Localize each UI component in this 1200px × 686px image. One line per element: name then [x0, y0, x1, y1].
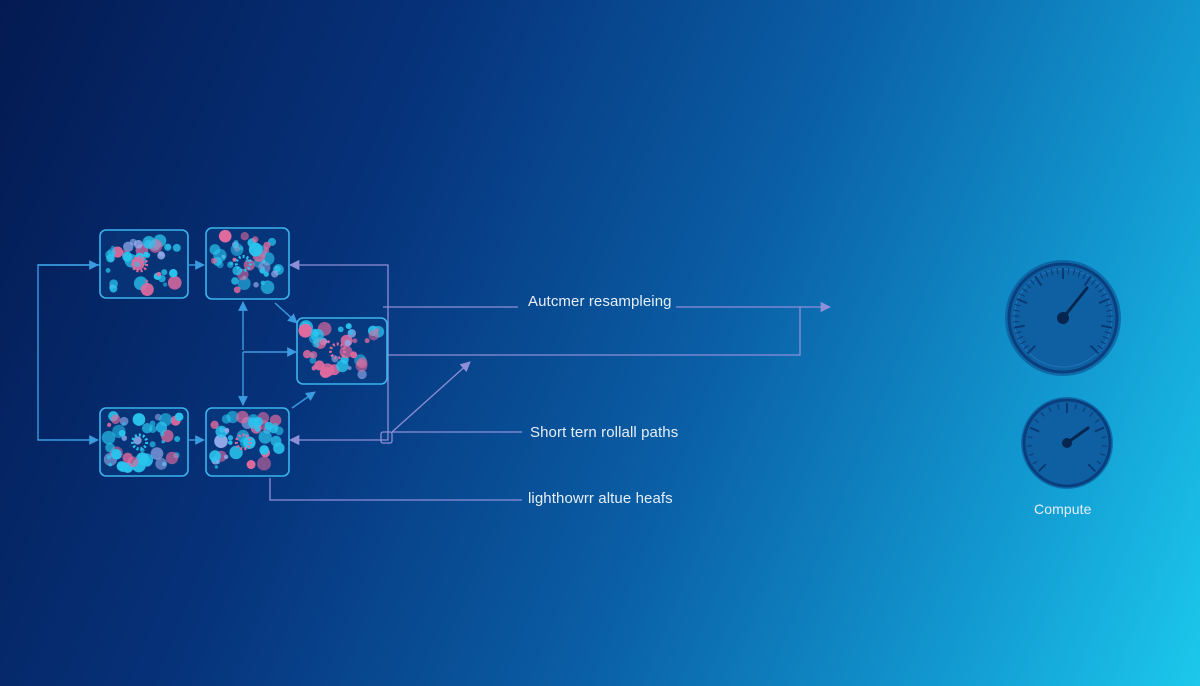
cell-nodes [99, 227, 388, 477]
speedometer-icon-small [1021, 397, 1113, 489]
cell-cluster-icon [205, 227, 290, 300]
label-lighthown-heafs: lighthowrr altue heafs [528, 490, 673, 507]
label-short-term-paths: Short tern rollall paths [530, 424, 679, 441]
purple-connectors [269, 259, 832, 501]
cell-cluster-icon [99, 229, 189, 299]
cell-cluster-icon [99, 407, 189, 477]
cell-cluster-icon [205, 407, 290, 477]
blue-connectors [37, 260, 316, 445]
label-resampling: Autcmer resampleing [528, 293, 672, 310]
speedometer-icon-large [1005, 260, 1121, 376]
cell-cluster-icon [296, 317, 388, 385]
junction-node [380, 431, 393, 444]
label-compute: Compute [1034, 501, 1092, 517]
